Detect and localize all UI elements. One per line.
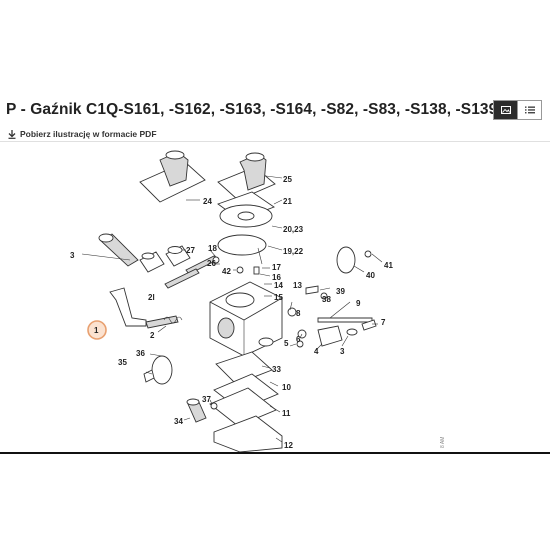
- label-33: 33: [272, 365, 281, 374]
- view-toggle: [493, 100, 542, 120]
- label-2: 2: [150, 331, 155, 340]
- part-41[interactable]: [364, 250, 372, 258]
- label-20-23: 20,23: [283, 225, 304, 234]
- label-12: 12: [284, 441, 293, 450]
- label-7: 7: [381, 318, 386, 327]
- label-2l: 2l: [148, 293, 155, 302]
- part-11-gasket[interactable]: [209, 387, 277, 427]
- part-17[interactable]: [253, 266, 260, 275]
- part-38[interactable]: [320, 292, 328, 300]
- label-19-22: 19,22: [283, 247, 304, 256]
- label-27: 27: [186, 246, 195, 255]
- label-35: 35: [118, 358, 127, 367]
- list-icon: [524, 106, 535, 114]
- part-12-cover[interactable]: [213, 415, 283, 452]
- label-34: 34: [174, 417, 183, 426]
- part-3-washer[interactable]: [346, 328, 358, 336]
- label-10: 10: [282, 383, 291, 392]
- selected-part-highlight: [87, 320, 107, 340]
- part-5[interactable]: [296, 340, 304, 348]
- part-25-cover[interactable]: [217, 152, 276, 201]
- part-labels: 25 24 21 20,23 19,22 18 26 27 42 17 16 1…: [70, 175, 393, 450]
- page-title: P - Gaźnik C1Q-S161, -S162, -S163, -S164…: [6, 101, 498, 118]
- part-34-screw[interactable]: [186, 398, 207, 423]
- label-15: 15: [274, 293, 283, 302]
- label-36: 36: [136, 349, 145, 358]
- part-40-disc[interactable]: [336, 246, 356, 274]
- label-9: 9: [356, 299, 361, 308]
- part-2l-screw[interactable]: [139, 251, 165, 273]
- label-26: 26: [207, 259, 216, 268]
- label-38: 38: [322, 295, 331, 304]
- label-1: 1: [94, 326, 99, 335]
- part-33-gasket[interactable]: [215, 351, 273, 385]
- label-39: 39: [336, 287, 345, 296]
- label-24: 24: [203, 197, 212, 206]
- list-view-button[interactable]: [517, 101, 541, 119]
- part-24-manifold[interactable]: [139, 150, 206, 203]
- label-18: 18: [208, 244, 217, 253]
- label-42: 42: [222, 267, 231, 276]
- part-9-shaft[interactable]: [317, 317, 373, 323]
- label-37: 37: [202, 395, 211, 404]
- part-36-disc[interactable]: [151, 355, 173, 385]
- download-pdf-link[interactable]: Pobierz ilustrację w formacie PDF: [8, 129, 157, 139]
- part-42[interactable]: [236, 266, 244, 274]
- download-pdf-label: Pobierz ilustrację w formacie PDF: [20, 129, 157, 139]
- label-5: 5: [284, 339, 289, 348]
- header-divider: [0, 141, 550, 142]
- label-16: 16: [272, 273, 281, 282]
- label-3-left: 3: [70, 251, 75, 260]
- label-21: 21: [283, 197, 292, 206]
- part-3-nozzle[interactable]: [98, 233, 139, 267]
- carburetor-exploded-diagram: 25 24 21 20,23 19,22 18 26 27 42 17 16 1…: [70, 150, 446, 452]
- label-8: 8: [296, 309, 301, 318]
- part-19-22-diaphragm[interactable]: [217, 234, 267, 256]
- label-13: 13: [293, 281, 302, 290]
- part-1-lever[interactable]: [109, 287, 179, 329]
- label-41: 41: [384, 261, 393, 270]
- image-icon: [500, 106, 511, 114]
- part-2-spring[interactable]: [163, 316, 183, 324]
- label-17: 17: [272, 263, 281, 272]
- part-37[interactable]: [210, 402, 218, 410]
- label-11: 11: [282, 409, 291, 418]
- part-8[interactable]: [287, 307, 297, 317]
- bottom-divider: [0, 452, 550, 454]
- image-view-button[interactable]: [494, 101, 517, 119]
- carburetor-body[interactable]: [209, 281, 283, 357]
- part-39-spring[interactable]: [305, 285, 319, 295]
- part-7[interactable]: [361, 319, 377, 331]
- download-icon: [8, 129, 16, 139]
- label-6: 6: [296, 335, 301, 344]
- label-4: 4: [314, 347, 319, 356]
- diagram-side-code: 8 AM: [440, 437, 446, 448]
- label-40: 40: [366, 271, 375, 280]
- label-25: 25: [283, 175, 292, 184]
- part-4-lever[interactable]: [317, 325, 343, 347]
- label-3-right: 3: [340, 347, 345, 356]
- part-35-screw[interactable]: [143, 369, 155, 383]
- label-14: 14: [274, 281, 283, 290]
